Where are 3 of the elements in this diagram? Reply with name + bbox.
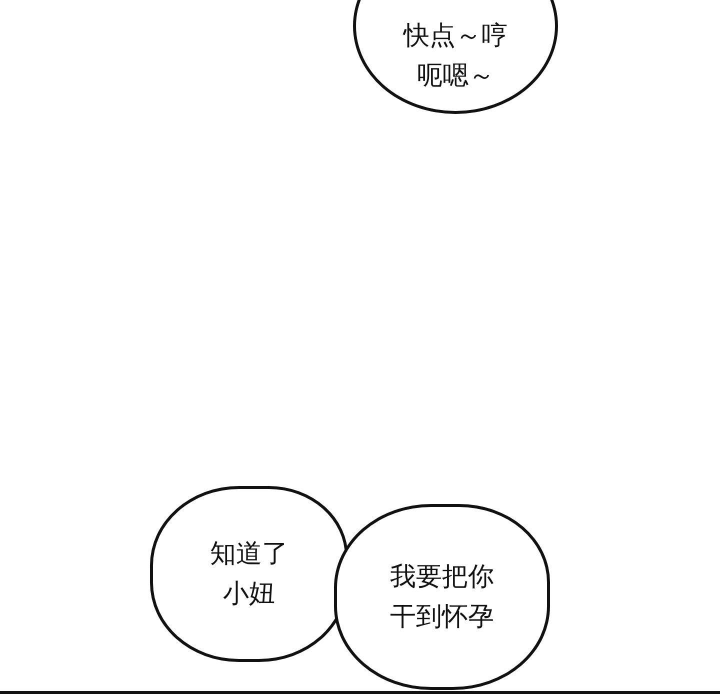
dialogue-text: 快点～哼呃嗯～ [402,20,508,93]
dialogue-text: 我要把你干到怀孕 [389,561,495,634]
dialogue-text: 知道了小妞 [209,538,289,611]
